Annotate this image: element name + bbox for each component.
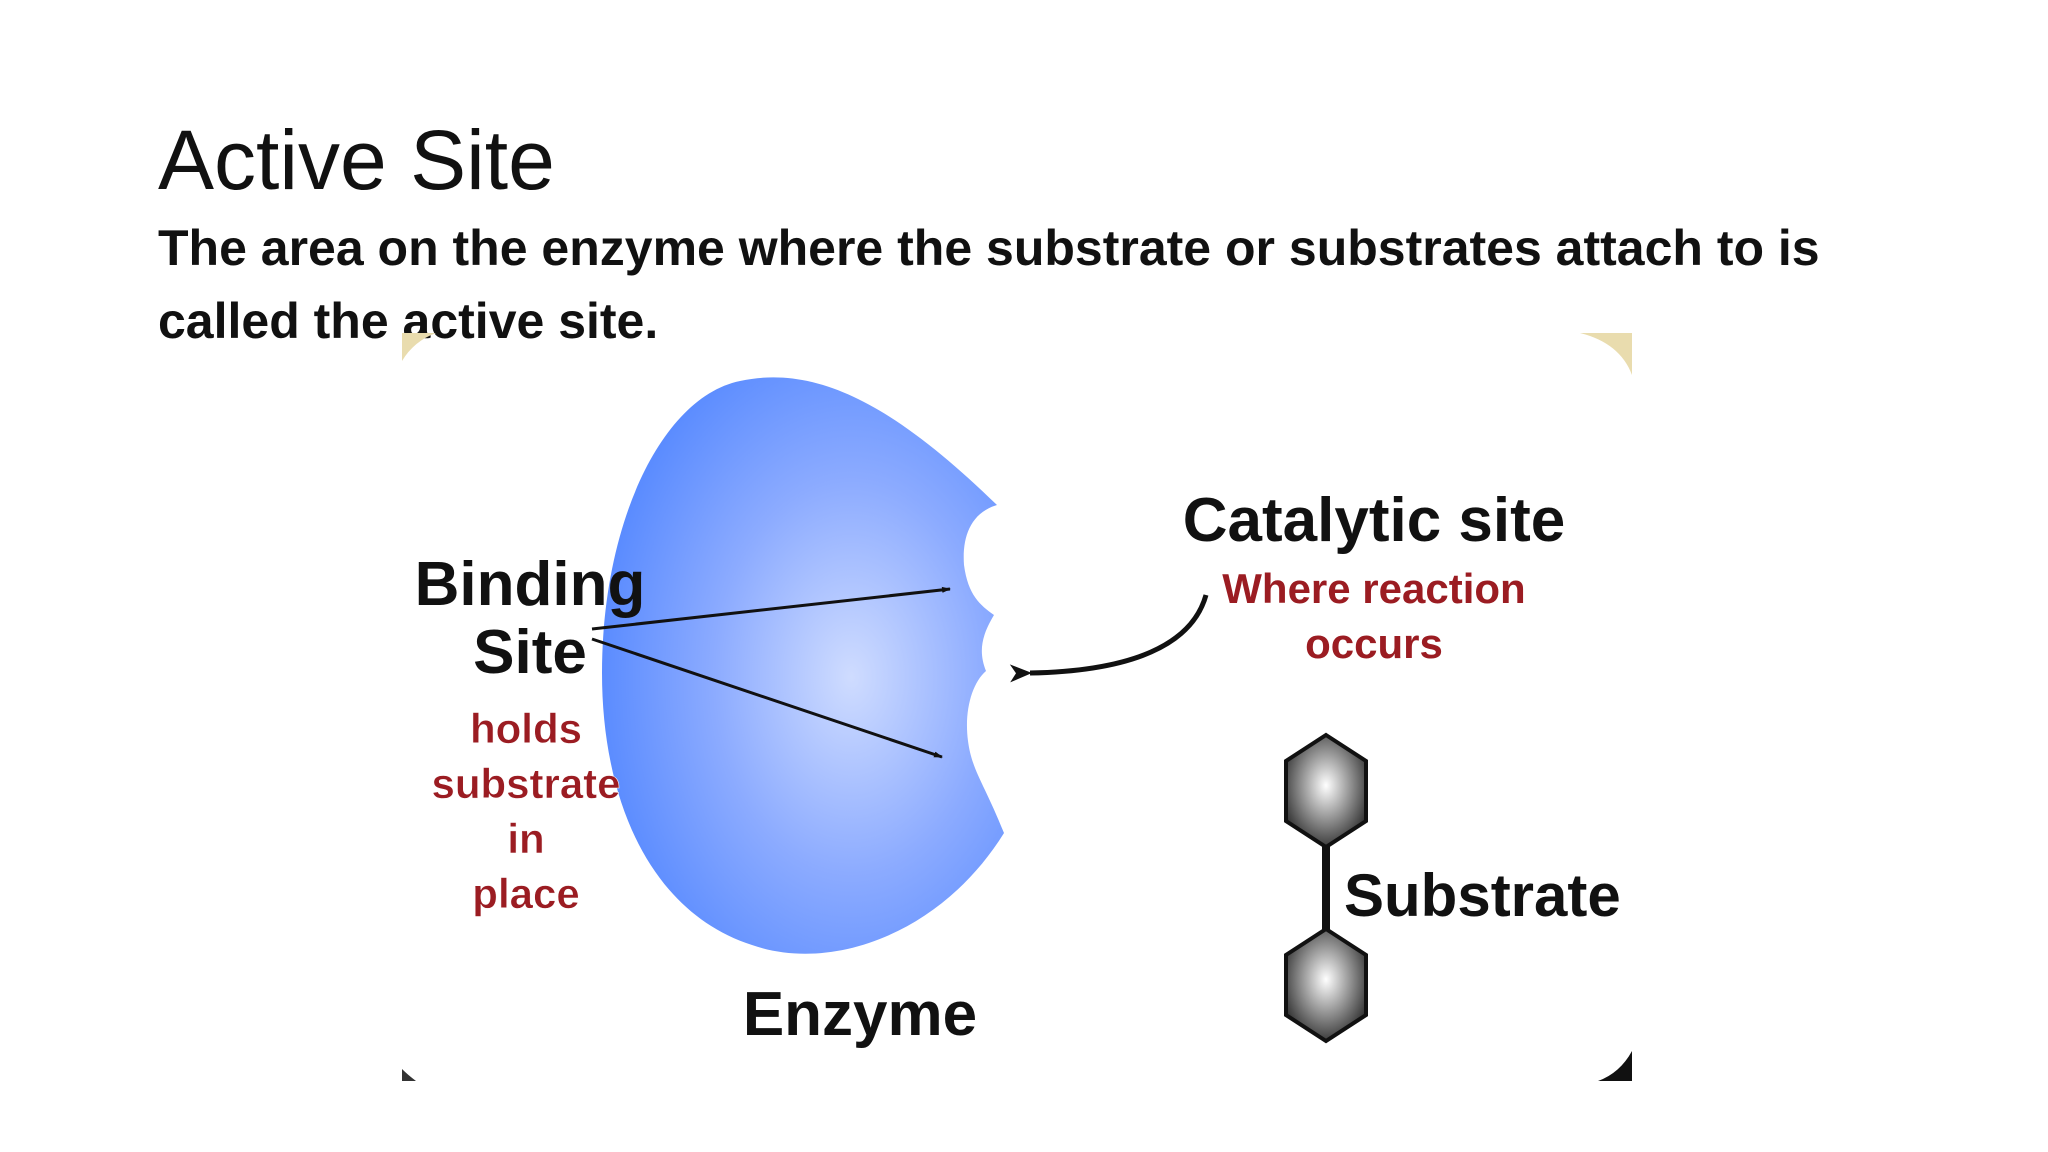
slide-subtitle: The area on the enzyme where the substra… xyxy=(158,220,1820,349)
corner-accent-top-right xyxy=(1580,333,1632,375)
enzyme-shape xyxy=(602,377,1004,954)
binding-arrow-lower xyxy=(591,637,943,759)
binding-desc-line3: in xyxy=(507,815,544,862)
binding-desc-line4: place xyxy=(472,870,579,917)
substrate-label: Substrate xyxy=(1344,862,1621,929)
corner-accent-bottom-left xyxy=(402,1069,416,1081)
binding-desc-line1: holds xyxy=(470,705,582,752)
catalytic-desc-line1: Where reaction xyxy=(1222,565,1525,612)
catalytic-arrow xyxy=(1009,594,1209,683)
corner-accent-top-left xyxy=(402,333,436,361)
enzyme-label: Enzyme xyxy=(743,980,977,1049)
substrate-hexagon-bottom xyxy=(1284,926,1368,1044)
enzyme-diagram: Binding Site holds substrate in place Ca… xyxy=(402,333,1632,1081)
corner-accent-bottom-right xyxy=(1598,1051,1632,1081)
enzyme-diagram-svg: Binding Site holds substrate in place Ca… xyxy=(402,333,1632,1081)
substrate-bond xyxy=(1322,845,1330,965)
binding-arrow-upper xyxy=(591,586,951,631)
binding-desc-line2: substrate xyxy=(431,760,620,807)
substrate-molecule xyxy=(1284,732,1368,1044)
catalytic-site-label: Catalytic site xyxy=(1183,486,1566,555)
slide-title: Active Site xyxy=(158,113,555,207)
catalytic-desc-line2: occurs xyxy=(1305,620,1443,667)
binding-site-label-line1: Binding xyxy=(415,550,646,619)
substrate-hexagon-top xyxy=(1284,732,1368,850)
binding-site-label-line2: Site xyxy=(473,618,587,687)
